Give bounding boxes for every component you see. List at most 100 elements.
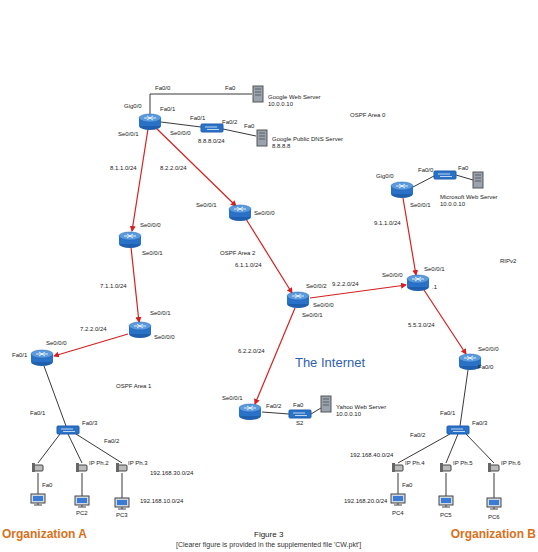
figure-caption: Figure 3 <box>254 530 283 539</box>
interface-label: IP Ph.5 <box>453 460 473 467</box>
serial-links <box>156 128 236 206</box>
pc-icons <box>391 494 405 505</box>
ethernet-links <box>460 370 468 426</box>
router-icons <box>31 114 481 420</box>
pc-icons <box>31 494 501 509</box>
caption-note: [Clearer figure is provided in the suppl… <box>176 541 361 549</box>
interface-label: Fa0/3 <box>472 420 487 427</box>
ethernet-links <box>38 473 39 494</box>
interface-label: Fa0/0 <box>155 85 170 92</box>
serial-links <box>131 247 139 322</box>
ethernet-links <box>76 434 122 463</box>
interface-label: Fa0/2 <box>104 438 119 445</box>
interface-label: Se0/0/2 <box>306 283 327 290</box>
interface-label: 8.1.1.0/24 <box>110 165 137 172</box>
interface-label: 6.1.1.0/24 <box>235 262 262 269</box>
ethernet-links <box>413 176 434 187</box>
interface-label: Fa0 <box>225 85 235 92</box>
area-label: OSPF Area 1 <box>116 383 151 390</box>
interface-label: .1 <box>432 284 437 291</box>
ethernet-links <box>466 434 494 463</box>
phone-icons <box>488 463 499 472</box>
area-outline <box>83 171 181 411</box>
server-label: Google Web Server10.0.0.10 <box>268 94 322 109</box>
interface-label: Fa0/1 <box>30 410 45 417</box>
interface-label: Se0/0/1 <box>222 395 243 402</box>
interface-label: Fa0/1 <box>190 115 205 122</box>
switch-icons <box>201 124 223 132</box>
interface-label: 9.2.2.0/24 <box>332 281 359 288</box>
area-outline <box>290 155 536 340</box>
phone-icons <box>32 463 43 472</box>
server-name: Yahoo Web Server <box>336 404 386 411</box>
interface-label: Se0/0/1 <box>410 202 431 209</box>
router-icons <box>129 322 151 338</box>
interface-label: Fa0/2 <box>266 403 281 410</box>
switch-icons <box>289 410 311 418</box>
interface-label: Fa0 <box>293 402 303 409</box>
interface-label: PC6 <box>488 514 500 521</box>
server-name: 10.0.0.10 <box>268 101 293 108</box>
server-name: 8.8.8.8 <box>272 143 290 150</box>
interface-label: Fa0/0 <box>418 167 433 174</box>
interface-label: Fa0 <box>458 165 468 172</box>
interface-label: 192.168.20.0/24 <box>344 498 387 505</box>
area-outline <box>190 186 300 444</box>
interface-label: Fa0 <box>42 482 52 489</box>
interface-label: IP Ph.2 <box>89 460 109 467</box>
pc-icons <box>487 498 501 509</box>
server-icons <box>473 172 483 188</box>
interface-label: Se0/0/0 <box>382 272 403 279</box>
router-icons <box>119 232 141 248</box>
router-icons <box>459 354 481 370</box>
server-name: Google Web Server <box>268 94 321 101</box>
interface-label: S2 <box>296 420 303 427</box>
interface-label: Se0/0/1 <box>150 310 171 317</box>
serial-links <box>403 198 416 275</box>
server-icons <box>257 130 267 146</box>
interface-label: Se0/0/1 <box>424 266 445 273</box>
ethernet-links <box>223 129 256 136</box>
serial-links <box>132 129 148 231</box>
server-icons <box>253 86 483 412</box>
interface-label: 192.168.10.0/24 <box>140 498 183 505</box>
interface-label: 8.2.2.0/24 <box>160 165 187 172</box>
serial-links <box>255 308 295 404</box>
ethernet-links <box>38 94 494 498</box>
interface-label: PC5 <box>440 512 452 519</box>
interface-label: 9.1.1.0/24 <box>374 220 401 227</box>
interface-label: 7.1.1.0/24 <box>100 283 127 290</box>
interface-label: Fa0/2 <box>410 432 425 439</box>
phone-icons <box>392 463 403 472</box>
interface-label: Fa0/3 <box>82 420 97 427</box>
server-name: 10.0.0.10 <box>440 201 465 208</box>
interface-label: 192.168.30.0/24 <box>150 470 193 477</box>
ospf-area: OSPF Area 2 <box>190 186 300 444</box>
ethernet-links <box>44 366 66 426</box>
ethernet-links <box>398 434 450 463</box>
ethernet-links <box>82 473 83 496</box>
interface-label: 192.168.40.0/24 <box>350 452 393 459</box>
phone-icons <box>116 463 127 472</box>
server-icons <box>253 86 263 102</box>
switch-icons <box>434 171 456 179</box>
rip-area: RIPv2Microsoft Web Server10.0.0.10 <box>290 155 536 340</box>
pc-icons <box>115 498 129 509</box>
serial-links <box>54 128 466 404</box>
interface-label: PC2 <box>76 510 88 517</box>
interface-label: 7.2.2.0/24 <box>80 326 107 333</box>
interface-label: 8.8.8.0/24 <box>198 138 225 145</box>
ethernet-links <box>311 408 321 414</box>
interface-label: Se0/0/0 <box>313 302 334 309</box>
interface-label: Fa0/1 <box>160 106 175 113</box>
server-name: 10.0.0.10 <box>336 411 361 418</box>
ethernet-links <box>446 473 447 496</box>
router-icons <box>407 275 429 291</box>
ethernet-links <box>38 434 60 463</box>
server-name: Microsoft Web Server <box>440 194 498 201</box>
area-outline <box>191 187 299 443</box>
pc-icons <box>75 496 89 507</box>
interface-label: PC3 <box>116 512 128 519</box>
router-icons <box>391 182 413 198</box>
interface-label: Se0/0/1 <box>142 250 163 257</box>
